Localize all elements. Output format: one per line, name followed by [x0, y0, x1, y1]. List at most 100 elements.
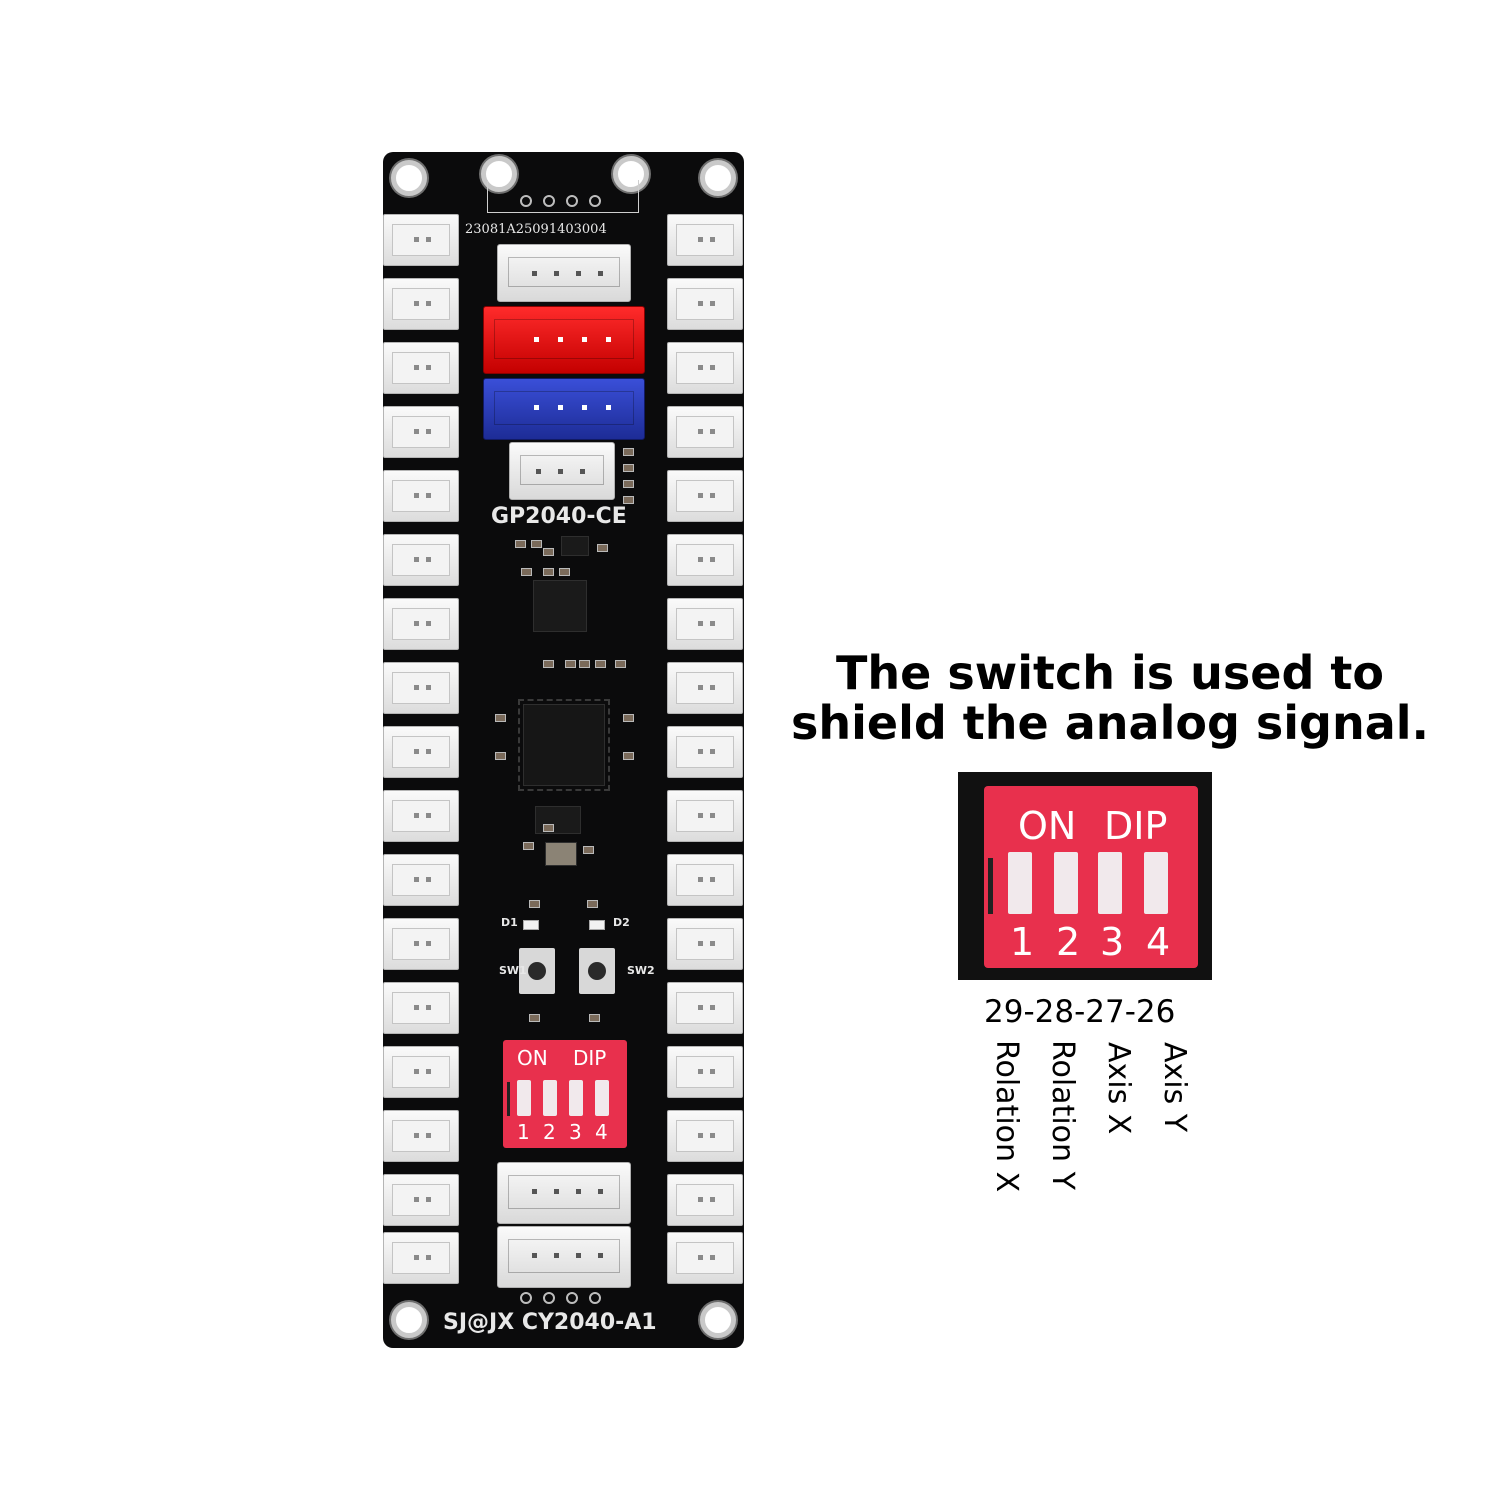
zoomed-dip-number-2: 2: [1056, 920, 1081, 964]
dip-dip-label: DIP: [573, 1046, 607, 1070]
rp2040-microcontroller: [518, 699, 610, 791]
annotation-line-1: The switch is used to: [835, 646, 1385, 700]
smd-component: [595, 660, 606, 668]
white-header-mid: [509, 442, 615, 500]
smd-component: [521, 568, 532, 576]
pad: [589, 195, 601, 207]
jst-connector: [383, 470, 459, 522]
zoomed-dip-number-4: 4: [1146, 920, 1171, 964]
smd-component: [623, 464, 634, 472]
board-model-label: SJ@JX CY2040-A1: [443, 1310, 657, 1335]
jst-connector: [667, 214, 743, 266]
d1-label: D1: [501, 916, 518, 929]
mounting-hole-top-mid-right: [613, 156, 649, 192]
white-header-bottom-1: [497, 1162, 631, 1224]
smd-component: [623, 714, 634, 722]
sw1-label: SW1: [499, 964, 527, 977]
jst-connector: [383, 1046, 459, 1098]
jst-connector: [667, 1232, 743, 1284]
jst-connector: [383, 214, 459, 266]
jst-connector: [383, 918, 459, 970]
pad: [589, 1292, 601, 1304]
pad: [543, 195, 555, 207]
smd-component: [623, 496, 634, 504]
chip-label: GP2040-CE: [491, 504, 627, 529]
smd-component: [529, 900, 540, 908]
jst-connector: [383, 342, 459, 394]
small-ic: [561, 536, 589, 556]
mounting-hole-top-right: [700, 160, 736, 196]
smd-component: [529, 1014, 540, 1022]
jst-connector: [667, 406, 743, 458]
smd-component: [543, 824, 554, 832]
board-dip-switch[interactable]: ON DIP 1 2 3 4: [503, 1040, 627, 1148]
smd-component: [559, 568, 570, 576]
smd-component: [589, 1014, 600, 1022]
jst-connector: [667, 1110, 743, 1162]
jst-connector: [383, 1110, 459, 1162]
jst-connector: [383, 982, 459, 1034]
jst-connector: [383, 1232, 459, 1284]
label-axis-x: Axis X: [1101, 1042, 1136, 1135]
smd-component: [597, 544, 608, 552]
jst-connector: [383, 726, 459, 778]
pcb-board: 23081A25091403004 GP2040-CE: [383, 152, 744, 1348]
annotation-line-2: shield the analog signal.: [790, 696, 1429, 750]
jst-connector: [383, 598, 459, 650]
mounting-hole-top-left: [391, 160, 427, 196]
jst-connector: [667, 534, 743, 586]
pad: [520, 195, 532, 207]
zoomed-dip-switch-3: [1098, 852, 1122, 914]
top-pad-outline: [487, 180, 639, 213]
mounting-hole-bottom-left: [391, 1302, 427, 1338]
pad: [566, 1292, 578, 1304]
white-header-top: [497, 244, 631, 302]
flash-chip: [535, 806, 581, 834]
dip-number-3: 3: [569, 1120, 582, 1144]
pin-numbers: 29-28-27-26: [984, 994, 1176, 1030]
pad: [543, 1292, 555, 1304]
eeprom-chip: [533, 580, 587, 632]
jst-connector: [667, 918, 743, 970]
jst-connector: [667, 1174, 743, 1226]
jst-connector: [383, 406, 459, 458]
dip-switch-1[interactable]: [517, 1080, 531, 1116]
zoomed-dip-switch-frame: ON DIP 1 2 3 4: [958, 772, 1212, 980]
smd-component: [587, 900, 598, 908]
smd-component: [531, 540, 542, 548]
smd-component: [623, 480, 634, 488]
dip-number-4: 4: [595, 1120, 608, 1144]
smd-component: [565, 660, 576, 668]
jst-connector: [383, 278, 459, 330]
sw2-label: SW2: [627, 964, 655, 977]
zoomed-dip-switch-1: [1008, 852, 1032, 914]
jst-connector: [383, 662, 459, 714]
white-header-bottom-2: [497, 1226, 631, 1288]
dip-switch-2[interactable]: [543, 1080, 557, 1116]
push-button-sw1[interactable]: [519, 948, 555, 994]
smd-component: [495, 752, 506, 760]
zoomed-dip-number-1: 1: [1010, 920, 1035, 964]
smd-component: [495, 714, 506, 722]
dip-switch-3[interactable]: [569, 1080, 583, 1116]
label-rolation-y: Rolation Y: [1045, 1040, 1080, 1190]
dip-switch-4[interactable]: [595, 1080, 609, 1116]
push-button-sw2[interactable]: [579, 948, 615, 994]
serial-number: 23081A25091403004: [465, 222, 607, 237]
red-header: [483, 306, 645, 374]
zoomed-dip-number-3: 3: [1100, 920, 1125, 964]
zoomed-dip-on-label: ON: [1018, 804, 1077, 848]
crystal-oscillator: [545, 842, 577, 866]
smd-component: [623, 448, 634, 456]
dip-number-2: 2: [543, 1120, 556, 1144]
pad: [520, 1292, 532, 1304]
zoomed-dip-switch-4: [1144, 852, 1168, 914]
dip-number-1: 1: [517, 1120, 530, 1144]
d2-label: D2: [613, 916, 630, 929]
jst-connector: [667, 598, 743, 650]
jst-connector: [667, 342, 743, 394]
smd-component: [543, 548, 554, 556]
jst-connector: [667, 854, 743, 906]
jst-connector: [667, 662, 743, 714]
jst-connector: [667, 982, 743, 1034]
